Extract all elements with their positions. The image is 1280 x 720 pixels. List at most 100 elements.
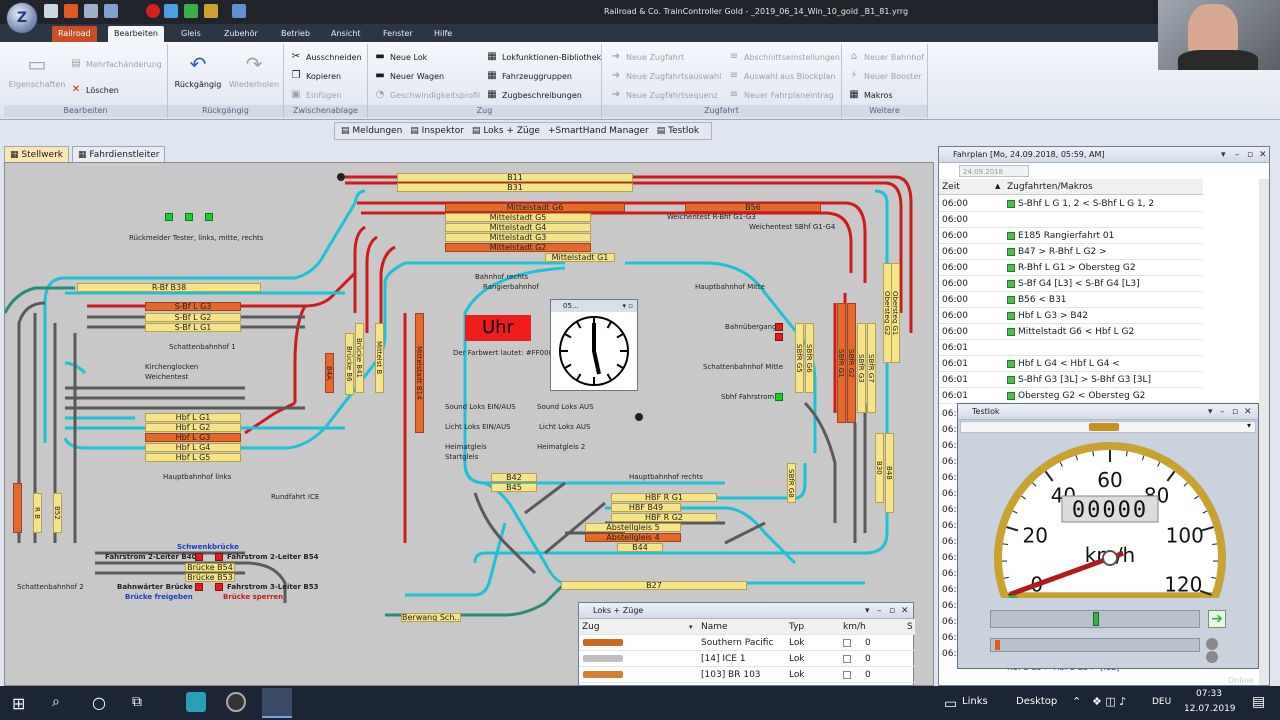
block-rbf-sbf[interactable] xyxy=(13,483,22,533)
arrow-up-icon[interactable] xyxy=(184,4,198,18)
clock-window[interactable]: 05...▾ ▫ xyxy=(550,299,638,391)
block-hbf-b49[interactable]: HBF B49 xyxy=(611,503,681,512)
tray-chevron-icon[interactable]: ⌃ xyxy=(1072,695,1082,708)
tab-hilfe[interactable]: Hilfe xyxy=(434,29,453,38)
col-s[interactable]: S xyxy=(907,622,913,632)
block-rbf-b38[interactable]: R-Bf B38 xyxy=(77,283,261,292)
language-indicator[interactable]: DEU xyxy=(1152,697,1172,707)
block-obersteg-g1[interactable]: Obersteg G1 xyxy=(891,263,900,363)
zugfahrtsequenz-button[interactable]: ➔Neue Zugfahrtsequenz xyxy=(611,89,718,100)
block-mittelstadt-g4[interactable]: Mittelstadt G4 xyxy=(445,223,591,232)
tab-railroad[interactable]: Railroad xyxy=(52,26,97,42)
fahrplan-row[interactable]: 06:00 xyxy=(939,212,1203,228)
clock-close-icon[interactable]: ▾ ▫ xyxy=(622,302,633,310)
cut-button[interactable]: ✂Ausschneiden xyxy=(291,51,362,62)
fahrplan-scrollbar[interactable] xyxy=(1259,179,1269,685)
settings-icon[interactable] xyxy=(204,4,218,18)
block-berwang[interactable]: Berwang Sch... xyxy=(401,613,461,622)
block-b48[interactable]: B48 xyxy=(885,433,894,513)
block-b45[interactable]: B45 xyxy=(491,483,537,492)
geschw-button[interactable]: ◔Geschwindigkeitsprofil xyxy=(375,89,481,100)
block-sbfr-g6[interactable]: SBfR G6 xyxy=(805,323,814,393)
col-zeit[interactable]: Zeit xyxy=(942,182,960,192)
search-icon[interactable]: ⌕ xyxy=(52,694,60,710)
cortana-icon[interactable]: ○ xyxy=(92,693,106,712)
zugbeschreibungen-button[interactable]: ▦Zugbeschreibungen xyxy=(487,89,582,100)
block-mittelstadt-g3[interactable]: Mittelstadt G3 xyxy=(445,233,591,242)
smarthand-button[interactable]: +SmartHand Manager xyxy=(547,126,649,136)
loks-zuege-window[interactable]: Loks + Züge ▾ – ▫ ✕ Zug ▾ Name Typ km/h … xyxy=(578,602,915,686)
checkbox[interactable] xyxy=(843,639,851,647)
block-mittelstadt-g2[interactable]: Mittelstadt G2 xyxy=(445,243,591,252)
block-b30[interactable]: B30 xyxy=(875,433,884,503)
brake-knob[interactable] xyxy=(995,640,1000,650)
signal-marker[interactable] xyxy=(635,413,643,421)
label-sound-loks[interactable]: Sound Loks EIN/AUS xyxy=(445,403,516,411)
close-icon[interactable]: ✕ xyxy=(1259,150,1267,160)
block-hbf-g2[interactable]: Hbf L G2 xyxy=(145,423,241,432)
block-b42[interactable]: B42 xyxy=(491,473,537,482)
links-toolbar[interactable]: Links xyxy=(962,696,988,707)
sensor-led-links[interactable] xyxy=(165,213,173,221)
block-hbf-g1[interactable]: Hbf L G1 xyxy=(145,413,241,422)
maximize-icon[interactable]: ▫ xyxy=(889,606,896,616)
block-abstellgleis-4[interactable]: Abstellgleis 4 xyxy=(585,533,681,542)
notification-icon[interactable]: ▤ xyxy=(1252,694,1266,710)
desktop-toolbar[interactable]: Desktop xyxy=(1016,696,1058,707)
block-sbfr-g1[interactable]: SBfR G1 xyxy=(837,303,846,423)
app-menu-button[interactable]: Z xyxy=(6,2,38,34)
tab-betrieb[interactable]: Betrieb xyxy=(281,29,311,38)
redo-button[interactable]: ↷Wiederholen xyxy=(228,52,280,89)
switchboard-panel[interactable]: B11 B31 Mittelstadt G6 B56 Mittelstadt G… xyxy=(4,162,934,686)
block-b27[interactable]: B27 xyxy=(561,581,747,590)
block-mittelstadt-g6[interactable]: Mittelstadt G6 xyxy=(445,203,625,212)
sensor-led-rechts[interactable] xyxy=(205,213,213,221)
checkbox[interactable] xyxy=(843,671,851,679)
neue-lok-button[interactable]: ▬Neue Lok xyxy=(375,51,428,62)
checkbox[interactable] xyxy=(843,655,851,663)
block-bruecke-b53[interactable]: Brücke B53 xyxy=(185,573,235,582)
block-sbfr-g8[interactable]: SBfR G8 xyxy=(787,463,796,503)
block-b11[interactable]: B11 xyxy=(397,173,633,182)
bahnuebergang-led[interactable] xyxy=(775,323,783,331)
block-sbfr-g5[interactable]: SBfR G5 xyxy=(795,323,804,393)
tab-bearbeiten[interactable]: Bearbeiten xyxy=(108,26,164,42)
block-bruecke-b54[interactable]: Brücke B54 xyxy=(185,563,235,572)
monitor-icon[interactable]: ▭ xyxy=(944,696,958,712)
fahrzeuggruppen-button[interactable]: ▦Fahrzeuggruppen xyxy=(487,70,572,81)
bahnuebergang-led-2[interactable] xyxy=(775,333,783,341)
railroad-icon[interactable] xyxy=(64,4,78,18)
block-b56[interactable]: B56 xyxy=(685,203,821,212)
col-zug[interactable]: Zug xyxy=(582,622,600,632)
testlok-button[interactable]: ▤ Testlok xyxy=(656,126,700,136)
col-typ[interactable]: Typ xyxy=(789,622,805,632)
uhr-display[interactable]: Uhr xyxy=(465,315,531,341)
function-button-1[interactable] xyxy=(1206,638,1218,650)
loeschen-button[interactable]: ✕Löschen xyxy=(71,84,119,95)
block-sbf-g3[interactable]: S-Bf L G3 xyxy=(145,302,241,311)
copy-button[interactable]: ❐Kopieren xyxy=(291,70,342,81)
block-bruecke-b41[interactable]: Brücke B41 xyxy=(355,323,364,393)
signal-marker[interactable] xyxy=(337,173,345,181)
box-icon[interactable] xyxy=(232,4,246,18)
label-heimatgleis-2[interactable]: Heimatgleis 2 xyxy=(537,443,586,451)
label-sound-loks-aus[interactable]: Sound Loks AUS xyxy=(537,403,594,411)
block-b52[interactable]: B52 xyxy=(53,493,62,533)
label-bruecke-freigeben[interactable]: Brücke freigeben xyxy=(125,593,193,601)
app-icon-1[interactable] xyxy=(186,692,206,712)
brake-track[interactable] xyxy=(990,638,1200,652)
block-b44[interactable]: B44 xyxy=(617,543,663,552)
taskbar-time[interactable]: 07:33 xyxy=(1196,689,1222,699)
block-r-b[interactable]: R B xyxy=(33,493,42,533)
dropdown-icon[interactable]: ▾ xyxy=(1208,407,1213,417)
sensor-led-mitte[interactable] xyxy=(185,213,193,221)
